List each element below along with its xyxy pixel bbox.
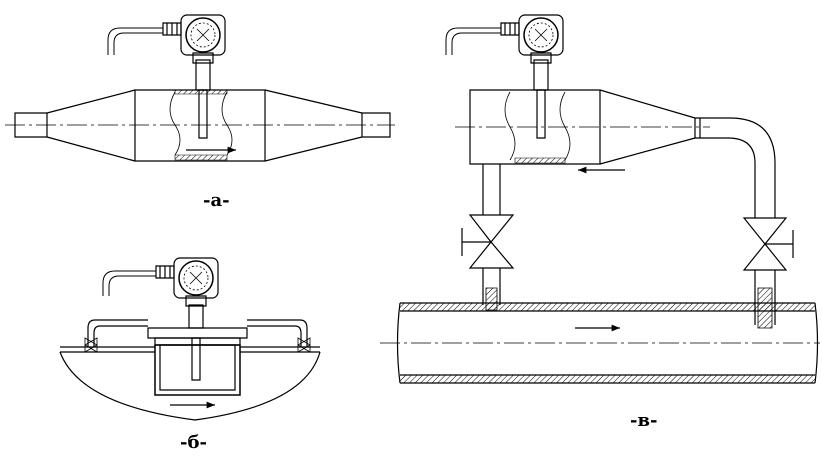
pipe-arc-b	[60, 352, 320, 420]
wall-hatch-v	[515, 158, 565, 163]
elbow-v	[700, 118, 775, 210]
cutaway-a	[170, 92, 232, 155]
pipe-left-a	[15, 113, 47, 137]
probe-b	[192, 338, 200, 380]
diagram-a	[5, 15, 395, 161]
wall-hatch-a	[175, 155, 227, 160]
down-pipe-left-lower-v	[483, 268, 500, 305]
pipe-right-a	[362, 113, 390, 137]
bypass-right-b	[247, 320, 307, 347]
down-pipe-right-lower-v	[755, 270, 775, 325]
transmitter-v	[501, 15, 563, 63]
down-pipe-left-v	[483, 164, 500, 215]
cone-stub-v	[695, 118, 700, 138]
main-pipe-hatch-top-v	[400, 303, 815, 311]
flange-b	[148, 328, 247, 338]
cone-left-a	[47, 90, 135, 161]
label-v: -в-	[630, 410, 658, 431]
valve-right-b	[298, 338, 310, 352]
probe-stem-a	[196, 60, 210, 90]
diagram-v	[380, 15, 820, 383]
down-pipe-right-v	[755, 210, 775, 218]
valve-right-v	[744, 218, 786, 270]
nozzle-right-v	[758, 288, 772, 328]
box-outer-b	[155, 345, 240, 395]
nozzle-left-v	[486, 288, 497, 310]
valve-left-b	[85, 338, 97, 352]
label-b: -б-	[180, 432, 207, 453]
bypass-left-b	[88, 320, 148, 347]
diagram-b	[60, 258, 320, 420]
probe-a	[199, 90, 207, 138]
valve-left-v	[470, 215, 513, 268]
cable-a	[108, 28, 163, 55]
box-inner-b	[160, 345, 235, 390]
label-a: -а-	[203, 190, 230, 211]
transmitter-a	[163, 15, 225, 63]
cable-v	[446, 28, 501, 55]
probe-stem-b	[189, 305, 203, 328]
flange-b2	[155, 338, 240, 345]
cone-v	[600, 90, 695, 164]
probe-stem-v	[534, 60, 548, 90]
main-pipe-hatch-bot-v	[400, 375, 815, 383]
cone-right-a	[265, 90, 362, 161]
probe-v	[537, 90, 545, 138]
cable-b	[103, 271, 156, 296]
transmitter-b	[156, 258, 218, 306]
